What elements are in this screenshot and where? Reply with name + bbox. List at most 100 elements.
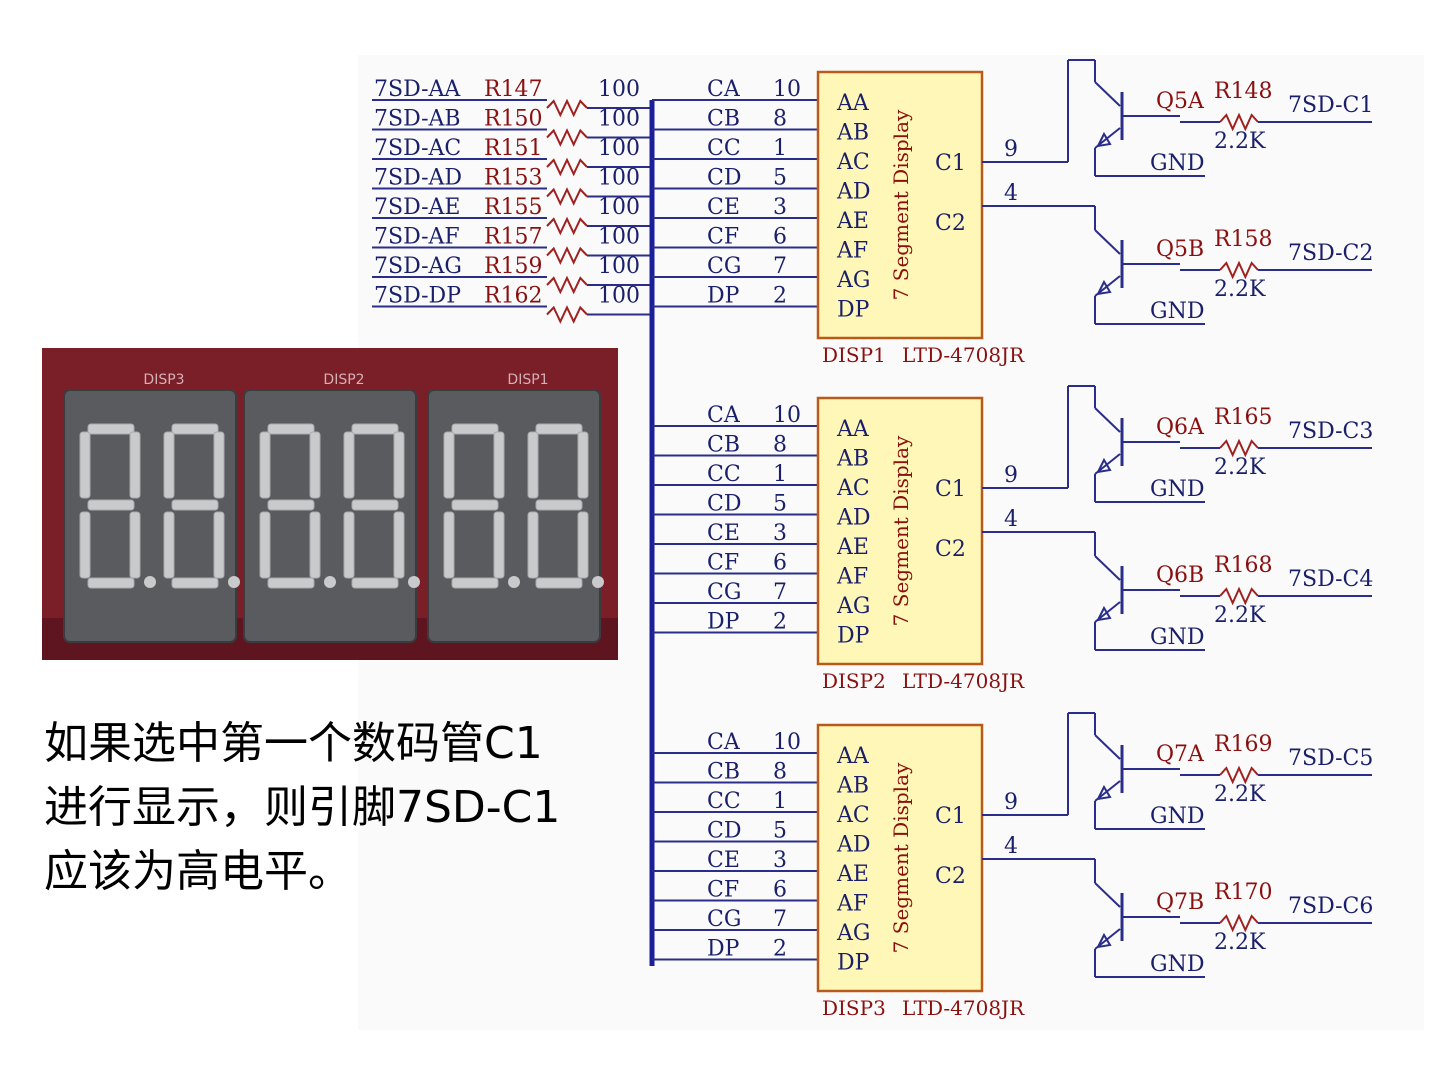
c2-pin-number: 4 xyxy=(1004,181,1018,206)
bus-pin-number: 2 xyxy=(773,284,787,309)
bus-pin-number: 8 xyxy=(773,760,787,785)
bus-pin-name: CB xyxy=(707,107,740,132)
input-resistor-designator: R155 xyxy=(484,195,543,220)
base-resistor-symbol xyxy=(1219,913,1259,933)
display-module: DISP2 xyxy=(243,372,420,643)
base-resistor-value: 2.2K xyxy=(1214,782,1266,807)
segment xyxy=(259,431,271,499)
bus-pin-name: CC xyxy=(707,462,741,487)
control-net-label: 7SD-C2 xyxy=(1288,241,1373,266)
segment xyxy=(163,431,175,499)
bus-pin-name: CE xyxy=(707,848,740,873)
ic-title: 7 Segment Display xyxy=(889,435,913,626)
bus-pin-name: CD xyxy=(707,819,741,844)
base-resistor-designator: R165 xyxy=(1214,405,1273,430)
ic-c2-label: C2 xyxy=(935,211,966,236)
transistor-designator: Q5A xyxy=(1156,89,1205,114)
display-part-number: LTD-4708JR xyxy=(902,343,1025,367)
segment xyxy=(79,511,91,579)
bus-pin-name: CA xyxy=(707,403,741,428)
segment xyxy=(451,577,499,589)
segment xyxy=(535,577,583,589)
base-resistor-designator: R169 xyxy=(1214,732,1273,757)
ic-pin-label: AA xyxy=(836,744,870,769)
segment xyxy=(451,499,499,511)
caption-text: 如果选中第一个数码管C1 进行显示，则引脚7SD-C1 应该为高电平。 xyxy=(44,712,644,904)
emitter-arrow xyxy=(1096,279,1112,296)
input-resistor-designator: R147 xyxy=(484,77,543,102)
input-net-label: 7SD-AE xyxy=(374,195,461,220)
caption-line-2: 进行显示，则引脚7SD-C1 xyxy=(44,782,561,833)
base-resistor-designator: R168 xyxy=(1214,553,1273,578)
segment xyxy=(267,423,315,435)
bus-pin-number: 8 xyxy=(773,433,787,458)
bus-pin-number: 1 xyxy=(773,136,787,161)
bus-pin-name: CD xyxy=(707,166,741,191)
bus-pin-name: CB xyxy=(707,433,740,458)
ic-pin-label: AE xyxy=(836,862,869,887)
bus-pin-name: CG xyxy=(707,907,741,932)
bus-pin-number: 1 xyxy=(773,789,787,814)
bus-pin-name: CD xyxy=(707,492,741,517)
bus-pin-name: CF xyxy=(707,878,739,903)
ic-pin-label: DP xyxy=(837,624,870,649)
ic-c1-label: C1 xyxy=(935,151,966,176)
bus-pin-number: 6 xyxy=(773,225,787,250)
base-resistor-value: 2.2K xyxy=(1214,603,1266,628)
transistor-collector xyxy=(1094,407,1121,433)
segment xyxy=(343,511,355,579)
c2-pin-number: 4 xyxy=(1004,834,1018,859)
ic-body xyxy=(816,396,984,666)
bus-pin-number: 7 xyxy=(773,254,787,279)
ic-pin-label: AE xyxy=(836,209,869,234)
bus-pin-number: 5 xyxy=(773,819,787,844)
segment xyxy=(309,431,321,499)
ic-pin-label: AB xyxy=(836,447,869,472)
emitter-arrow xyxy=(1096,605,1112,622)
bus-pin-name: CA xyxy=(707,77,741,102)
resistor-symbol xyxy=(546,157,588,177)
bus-pin-number: 7 xyxy=(773,907,787,932)
transistor-designator: Q5B xyxy=(1156,237,1204,262)
base-resistor-symbol xyxy=(1219,112,1259,132)
display-part-number: LTD-4708JR xyxy=(902,669,1025,693)
module-silkscreen-label: DISP3 xyxy=(143,372,184,388)
segment xyxy=(351,499,399,511)
segment xyxy=(129,431,141,499)
transistor-designator: Q7B xyxy=(1156,890,1204,915)
segment xyxy=(577,511,589,579)
caption-line-1: 如果选中第一个数码管C1 xyxy=(44,718,543,769)
segment xyxy=(493,431,505,499)
bus-pin-number: 3 xyxy=(773,848,787,873)
caption-line-3: 应该为高电平。 xyxy=(44,846,352,897)
segment xyxy=(493,511,505,579)
base-resistor-symbol xyxy=(1219,586,1259,606)
display-designator: DISP3 xyxy=(822,996,886,1020)
control-net-label: 7SD-C3 xyxy=(1288,419,1373,444)
input-net-label: 7SD-AD xyxy=(374,166,462,191)
base-resistor-symbol xyxy=(1219,438,1259,458)
segment xyxy=(213,431,225,499)
transistor-collector xyxy=(1094,882,1121,908)
gnd-label: GND xyxy=(1150,299,1204,324)
ic-pin-label: AG xyxy=(836,268,870,293)
control-net-label: 7SD-C1 xyxy=(1288,93,1373,118)
control-net-label: 7SD-C4 xyxy=(1288,567,1373,592)
transistor-collector xyxy=(1094,555,1121,581)
gnd-label: GND xyxy=(1150,952,1204,977)
segment xyxy=(171,577,219,589)
segment xyxy=(535,423,583,435)
bus-pin-number: 10 xyxy=(773,403,801,428)
bus-pin-name: CE xyxy=(707,195,740,220)
bus-pin-name: DP xyxy=(707,284,740,309)
base-resistor-symbol xyxy=(1219,260,1259,280)
segment xyxy=(87,423,135,435)
bus-pin-number: 6 xyxy=(773,878,787,903)
base-resistor-value: 2.2K xyxy=(1214,455,1266,480)
module-silkscreen-label: DISP2 xyxy=(323,372,364,388)
